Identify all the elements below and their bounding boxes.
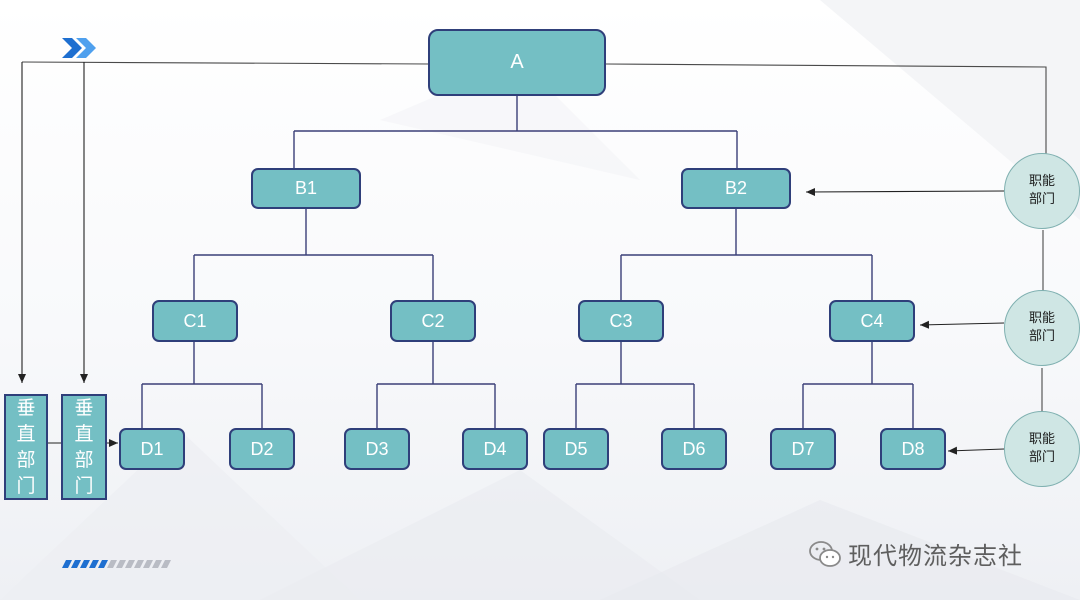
node-a: A — [428, 29, 606, 96]
node-c2-label: C2 — [421, 310, 445, 331]
functional-department-line2: 部门 — [1028, 450, 1055, 465]
vertical-department-char: 垂 — [16, 397, 36, 419]
node-d3-label: D3 — [365, 438, 389, 459]
vertical-department-1: 垂 直 部 门 — [4, 394, 48, 500]
functional-department-1: 职能 部门 — [1004, 153, 1080, 229]
watermark-text: 现代物流杂志社 — [848, 542, 1023, 570]
vertical-department-char: 垂 — [74, 397, 94, 419]
node-b2-label: B2 — [724, 178, 748, 198]
functional-department-line1: 职能 — [1028, 311, 1055, 326]
vertical-department-char: 部 — [74, 449, 94, 471]
vertical-department-char: 部 — [16, 449, 36, 471]
node-d5-label: D5 — [564, 438, 588, 459]
node-b1: B1 — [251, 168, 361, 209]
node-c3: C3 — [578, 300, 664, 342]
functional-department-line2: 部门 — [1028, 192, 1055, 207]
chevron-double-icon — [62, 38, 96, 58]
node-d7-label: D7 — [791, 438, 815, 459]
node-c4: C4 — [829, 300, 915, 342]
node-d2-label: D2 — [250, 438, 274, 459]
node-d1: D1 — [119, 428, 185, 470]
vertical-department-char: 直 — [16, 423, 36, 445]
watermark: 现代物流杂志社 — [808, 536, 1023, 571]
node-c3-label: C3 — [609, 310, 633, 331]
node-d4-label: D4 — [483, 438, 507, 459]
node-d7: D7 — [770, 428, 836, 470]
node-c2: C2 — [390, 300, 476, 342]
vertical-department-char: 门 — [74, 475, 94, 497]
node-a-label: A — [510, 51, 524, 73]
node-d2: D2 — [229, 428, 295, 470]
functional-department-3: 职能 部门 — [1004, 411, 1080, 487]
node-c1-label: C1 — [183, 310, 207, 331]
wechat-icon — [809, 540, 841, 567]
functional-department-line1: 职能 — [1028, 174, 1055, 189]
functional-department-line1: 职能 — [1028, 432, 1055, 447]
node-d6: D6 — [661, 428, 727, 470]
node-d4: D4 — [462, 428, 528, 470]
node-c4-label: C4 — [860, 310, 884, 331]
node-d5: D5 — [543, 428, 609, 470]
node-d3: D3 — [344, 428, 410, 470]
functional-department-2: 职能 部门 — [1004, 290, 1080, 366]
node-d8-label: D8 — [901, 438, 925, 459]
vertical-department-2: 垂 直 部 门 — [61, 394, 107, 500]
node-d6-label: D6 — [682, 438, 706, 459]
node-b2: B2 — [681, 168, 791, 209]
node-b1-label: B1 — [294, 178, 318, 198]
node-d8: D8 — [880, 428, 946, 470]
node-c1: C1 — [152, 300, 238, 342]
stripe-decoration — [62, 560, 171, 568]
functional-department-line2: 部门 — [1028, 329, 1055, 344]
vertical-department-char: 直 — [74, 423, 94, 445]
node-d1-label: D1 — [140, 438, 164, 459]
vertical-department-char: 门 — [16, 475, 36, 497]
